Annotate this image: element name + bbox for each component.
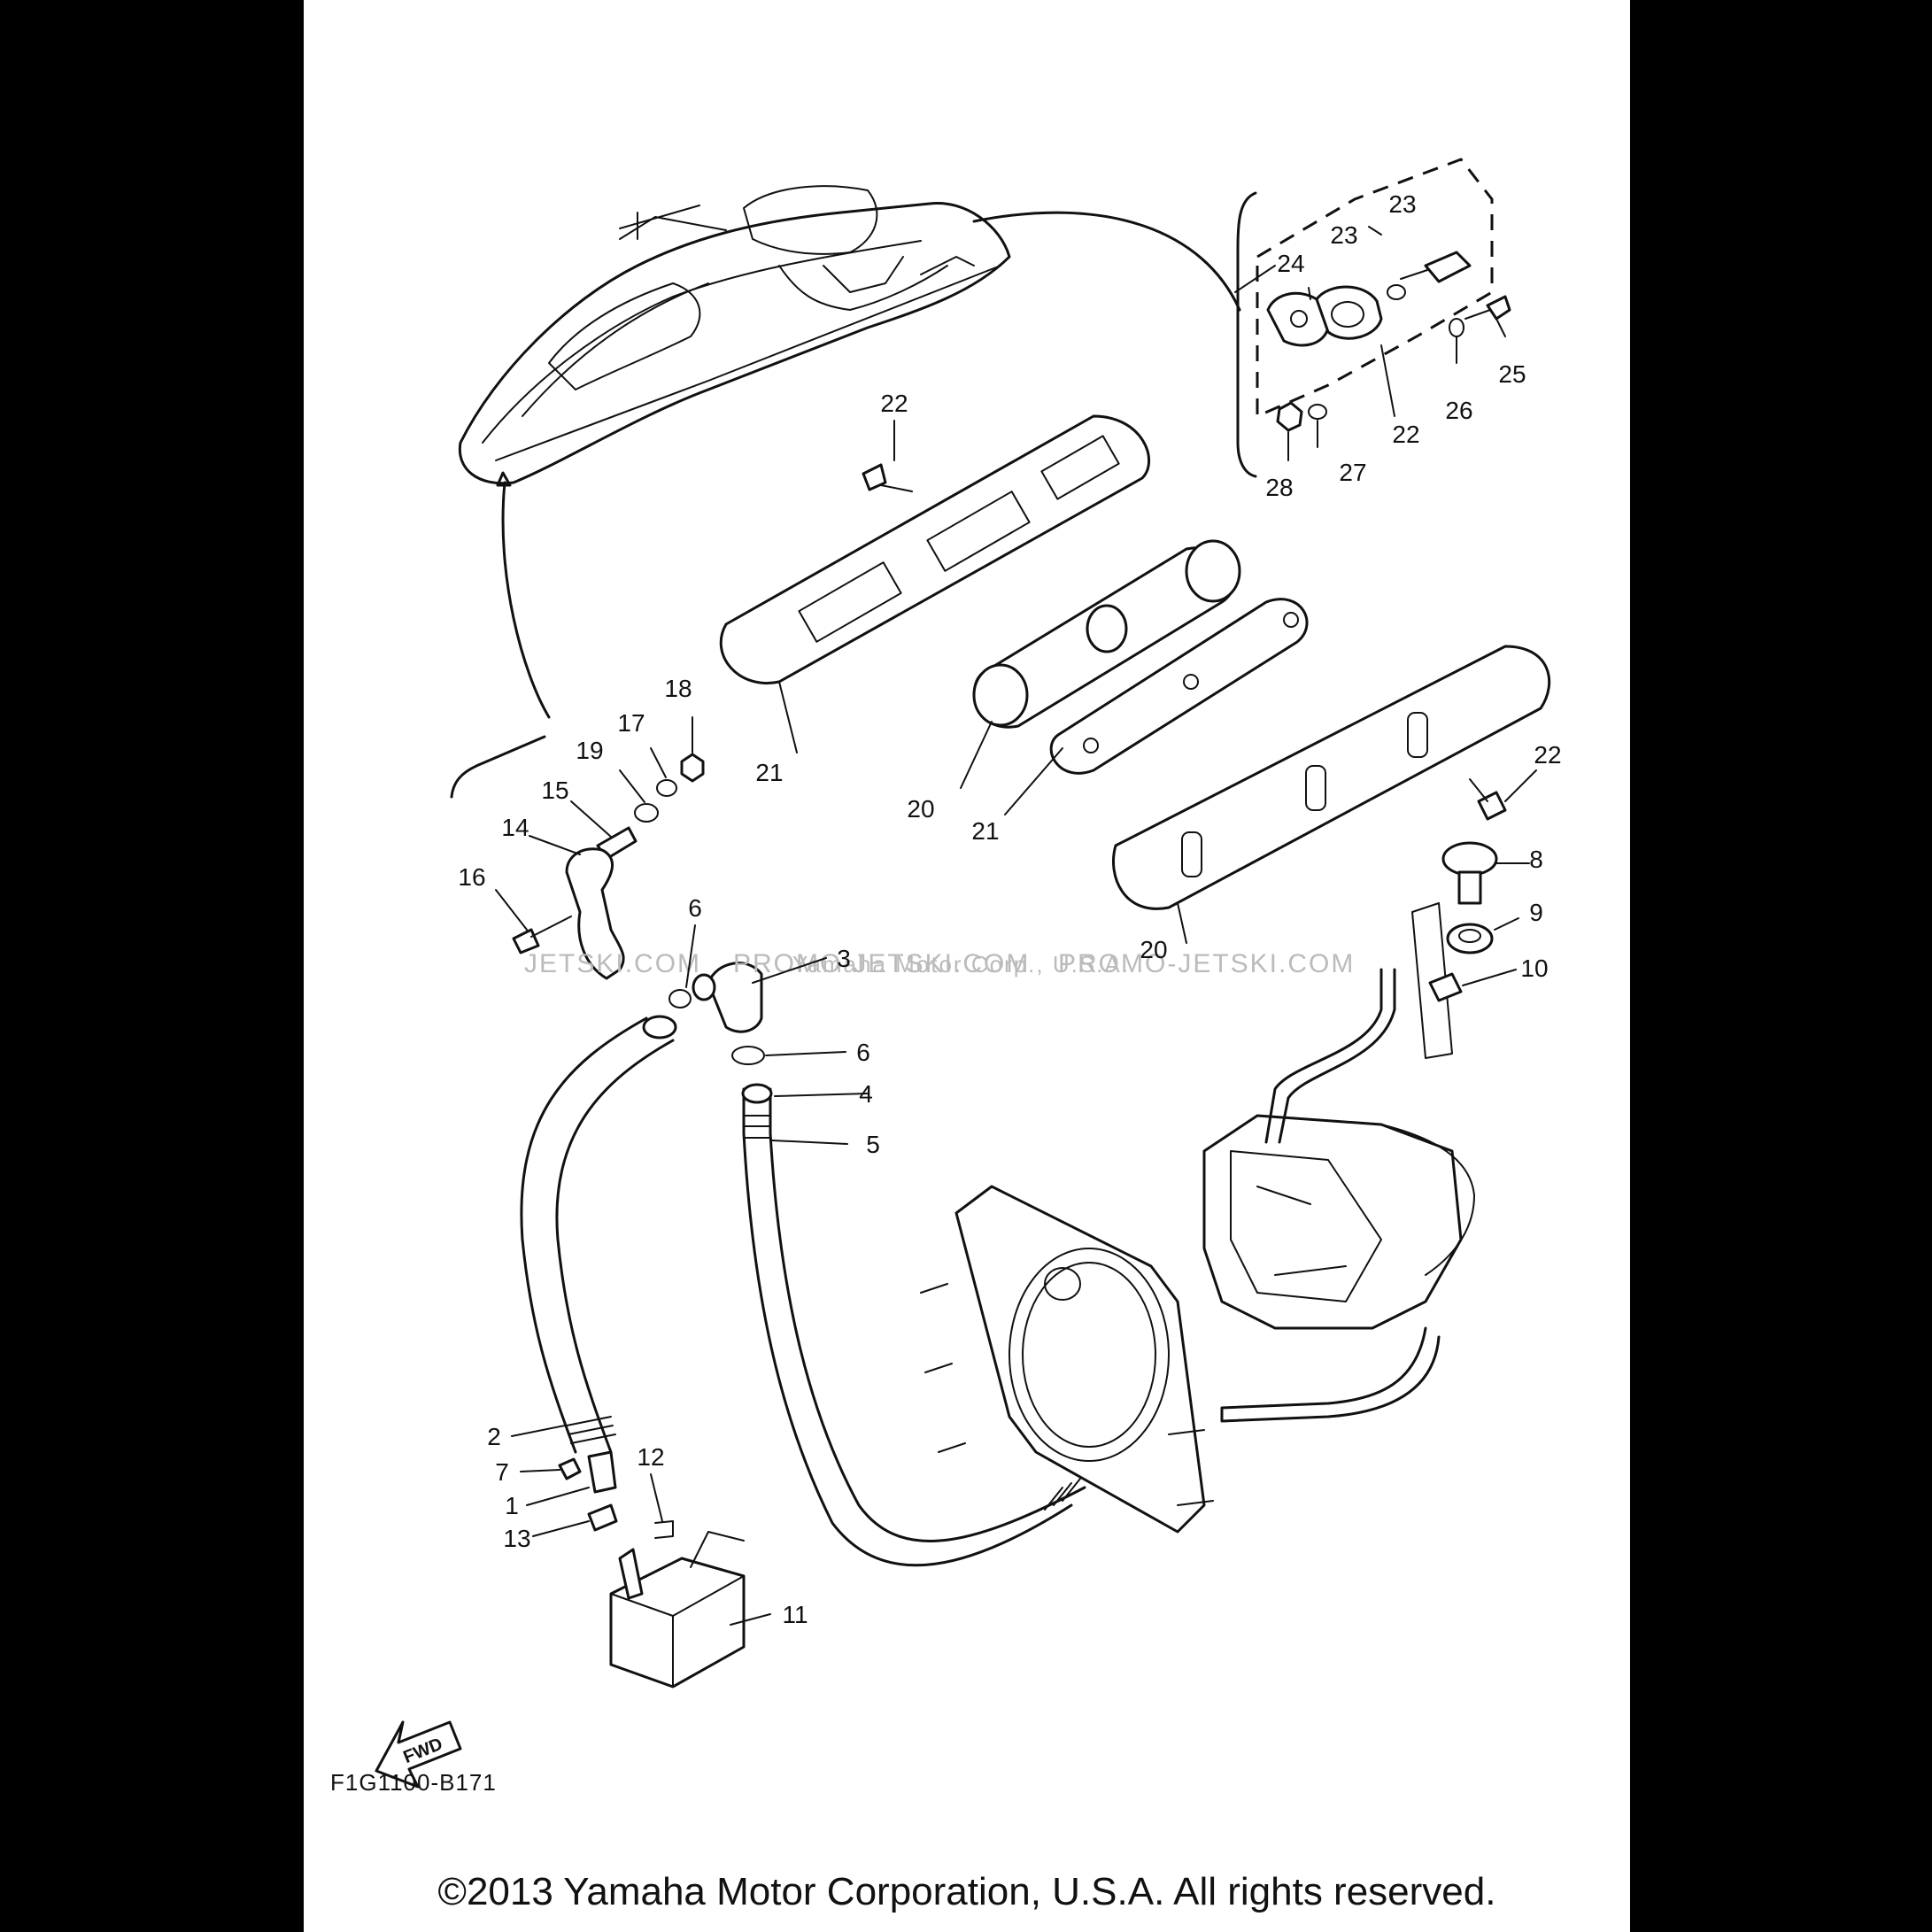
callout-27: 24 — [1277, 250, 1304, 277]
callout-4: 4 — [859, 1080, 873, 1108]
leader-curve-left — [501, 481, 551, 719]
callout-13: 13 — [503, 1525, 530, 1552]
drain-plug-8 — [1441, 841, 1498, 877]
callout-6-bottom: 6 — [856, 1039, 870, 1066]
callout-9: 9 — [1529, 899, 1543, 926]
callout-19: 19 — [576, 737, 603, 764]
callout-29-left: 27 — [1339, 459, 1366, 486]
intake-grate-21 — [719, 414, 1151, 684]
callout-26: 23 — [1330, 221, 1357, 249]
callout-24: 22 — [1392, 421, 1419, 448]
watercraft-illustration — [458, 185, 1011, 485]
nut-18 — [680, 753, 705, 783]
washer-19 — [634, 803, 659, 823]
callout-28: 25 — [1498, 360, 1526, 388]
callout-18: 18 — [664, 675, 692, 702]
clamp-7 — [558, 1457, 582, 1480]
leader-curve-top — [972, 211, 1241, 312]
washer-17 — [656, 779, 677, 797]
washer-9 — [1446, 923, 1494, 954]
leader-lines — [495, 226, 1537, 1626]
hose-4-5 — [742, 1087, 1073, 1567]
callout-21: 21 — [755, 759, 783, 786]
copyright-footer: ©2013 Yamaha Motor Corporation, U.S.A. A… — [437, 1870, 1496, 1913]
callout-6-top: 6 — [688, 894, 702, 922]
callout-7: 7 — [495, 1458, 509, 1486]
detail-dashed-box — [1256, 158, 1494, 419]
callout-14: 14 — [501, 814, 529, 841]
fwd-arrow-icon: FWD — [375, 1720, 462, 1789]
callout-23-top: 22 — [880, 390, 908, 417]
hose-2 — [520, 1016, 648, 1454]
jet-pump-housing — [920, 1185, 1214, 1534]
watermark-left: JETSKI.COM — [524, 949, 701, 978]
callout-12: 12 — [637, 1443, 664, 1471]
ride-plate-20 — [1112, 645, 1551, 910]
drawing-code: F1G1100-B171 — [330, 1769, 497, 1796]
tube-sleeve — [1411, 902, 1453, 1059]
grate-frame-22 — [1049, 598, 1309, 775]
callout-23-right: 22 — [1534, 741, 1561, 769]
clamp-6-bottom — [731, 1046, 765, 1065]
diagram-sheet — [304, 0, 1630, 1932]
fitting-1 — [587, 1450, 617, 1494]
callout-3: 3 — [837, 945, 851, 972]
valve-3 — [707, 962, 763, 1033]
clip-13 — [587, 1503, 618, 1532]
callout-2: 2 — [487, 1423, 501, 1450]
callout-1: 1 — [505, 1492, 519, 1519]
callout-20: 20 — [1140, 936, 1167, 963]
tube-upper — [1264, 968, 1383, 1144]
callout-17: 17 — [617, 709, 645, 737]
callout-22-right: 21 — [971, 817, 999, 845]
callout-22-left: 20 — [907, 795, 934, 823]
callout-11: 11 — [782, 1601, 808, 1628]
clamp-10 — [1428, 972, 1463, 1002]
callout-10: 10 — [1520, 954, 1548, 982]
bracket-14 — [565, 847, 625, 980]
callout-8: 8 — [1529, 846, 1543, 873]
callout-15: 15 — [541, 777, 568, 804]
detail-bracket-top — [1236, 191, 1257, 478]
watermark-right: PROMO-JETSKI.COM — [1058, 949, 1355, 978]
clamp-6-top — [668, 989, 692, 1009]
leader-arrowhead — [496, 471, 512, 487]
callout-25: 23 — [1388, 190, 1416, 218]
callout-5: 5 — [866, 1131, 880, 1158]
callout-29-right: 26 — [1445, 397, 1472, 424]
control-unit-11 — [609, 1557, 746, 1689]
grate-bar-22 — [972, 539, 1241, 729]
watermark-center: Yamaha Motor Corp., U.S.A. — [792, 951, 1130, 978]
bolt-23-top — [862, 463, 887, 491]
jet-nozzle-housing — [1202, 1114, 1475, 1330]
callout-30: 28 — [1265, 474, 1293, 501]
callout-labels: 22 23 23 24 25 26 22 27 28 18 17 19 15 1… — [458, 190, 1561, 1628]
detail-bracket-left — [450, 735, 546, 799]
callout-16: 16 — [458, 863, 485, 891]
